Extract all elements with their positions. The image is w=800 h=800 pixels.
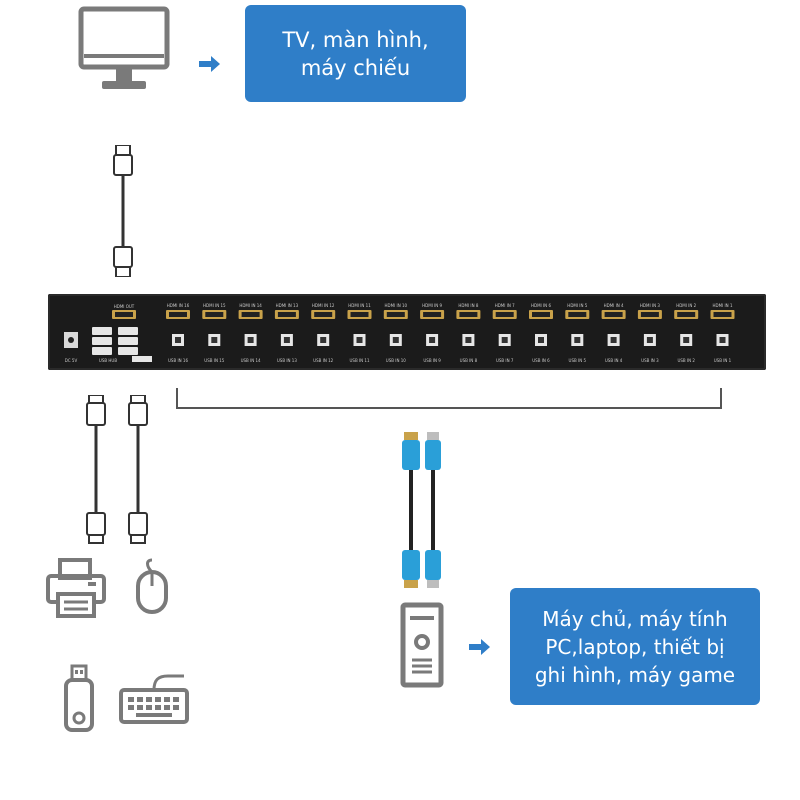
hdmi-in-label: HDMI IN 9 (422, 303, 443, 308)
usb-in-port-slot (175, 337, 181, 343)
hdmi-in-label: HDMI IN 3 (639, 303, 660, 308)
hdmi-in-port-slot (423, 312, 442, 317)
usb-in-port-slot (574, 337, 581, 343)
usb-in-label: USB IN 6 (532, 358, 550, 363)
hdmi-in-label: HDMI IN 11 (348, 303, 371, 308)
usb-in-label: USB IN 16 (167, 358, 189, 363)
kvm-ports (64, 310, 735, 362)
hdmi-in-label: HDMI IN 6 (531, 303, 551, 308)
arrow-right-icon (469, 638, 491, 656)
usb-in-port-slot (719, 337, 726, 343)
usb-in-label: USB IN 4 (604, 358, 623, 363)
usb-in-label: USB IN 10 (385, 358, 406, 363)
mouse-icon (134, 558, 170, 616)
hdmi-usb-cable-icon (398, 432, 448, 588)
usb-in-port-slot (247, 337, 254, 343)
usb-in-label: USB IN 9 (423, 358, 441, 363)
monitor-icon (78, 6, 170, 92)
usb-in-port-slot (646, 337, 653, 343)
usb-in-port-slot (501, 337, 508, 343)
hdmi-in-port-slot (169, 312, 187, 317)
hdmi-in-label: HDMI IN 15 (203, 303, 226, 308)
hdmi-in-label: HDMI IN 8 (458, 303, 479, 308)
hdmi-in-port-slot (241, 312, 260, 317)
usb-in-label: USB IN 13 (276, 358, 297, 363)
hdmi-in-port-slot (495, 312, 514, 317)
hdmi-in-port-slot (459, 312, 478, 317)
usb-in-label: USB IN 7 (495, 358, 514, 363)
hdmi-in-port-slot (532, 312, 550, 317)
usb-in-port-slot (392, 337, 399, 343)
usb-in-port-slot (211, 337, 218, 343)
usb-in-label: USB IN 15 (204, 358, 225, 363)
source-label-box: Máy chủ, máy tính PC,laptop, thiết bị gh… (510, 588, 760, 705)
hdmi-in-port-slot (604, 312, 623, 317)
usb-in-label: USB IN 12 (313, 358, 334, 363)
hdmi-in-port-slot (677, 312, 696, 317)
hdmi-in-label: HDMI IN 14 (239, 303, 262, 308)
arrow-right-icon (199, 55, 221, 73)
hdmi-out-label: HDMI OUT (113, 304, 135, 309)
usb-cable-icon (82, 395, 110, 545)
usb-in-port-slot (356, 337, 363, 343)
usb-cable-icon (124, 395, 152, 545)
hdmi-in-label: HDMI IN 16 (166, 303, 190, 308)
usb-in-label: USB IN 8 (459, 358, 478, 363)
usb-in-port-slot (429, 337, 436, 343)
kvm-switch-panel: HDMI OUT USB HUB DC 5V HDMI IN 16 USB IN … (48, 294, 766, 370)
usb-in-port-slot (320, 337, 327, 343)
usb-drive-icon (62, 664, 96, 734)
hdmi-in-label: HDMI IN 4 (603, 303, 624, 308)
computer-tower-icon (400, 602, 444, 688)
hdmi-in-label: HDMI IN 2 (676, 303, 697, 308)
hdmi-in-label: HDMI IN 5 (567, 303, 588, 308)
display-label: TV, màn hình, máy chiếu (282, 27, 429, 80)
hdmi-cable-icon (108, 145, 138, 277)
hdmi-in-port-slot (568, 312, 587, 317)
usb-in-label: USB IN 14 (240, 358, 261, 363)
hdmi-in-label: HDMI IN 7 (494, 303, 515, 308)
hdmi-in-port-slot (277, 312, 296, 317)
usb-in-port-slot (683, 337, 690, 343)
hdmi-in-label: HDMI IN 10 (384, 303, 408, 308)
usb-in-label: USB IN 2 (677, 358, 695, 363)
printer-icon (46, 558, 106, 618)
keyboard-icon (118, 668, 190, 726)
hdmi-in-label: HDMI IN 13 (275, 303, 299, 308)
usb-in-port-slot (283, 337, 290, 343)
hdmi-in-port-slot (386, 312, 405, 317)
hdmi-in-label: HDMI IN 12 (311, 303, 335, 308)
source-label: Máy chủ, máy tính PC,laptop, thiết bị gh… (534, 606, 736, 687)
usb-hub-label: USB HUB (98, 358, 118, 363)
usb-in-port-slot (465, 337, 472, 343)
usb-in-port-slot (538, 337, 544, 343)
usb-in-label: USB IN 5 (568, 358, 587, 363)
usb-in-port-slot (610, 337, 617, 343)
input-bracket (176, 388, 724, 410)
power-label: DC 5V (64, 358, 78, 363)
display-label-box: TV, màn hình, máy chiếu (245, 5, 466, 102)
usb-in-label: USB IN 1 (713, 358, 732, 363)
hdmi-in-port-slot (314, 312, 333, 317)
usb-in-label: USB IN 3 (641, 358, 659, 363)
hdmi-in-port-slot (640, 312, 659, 317)
usb-in-label: USB IN 11 (349, 358, 370, 363)
hdmi-in-port-slot (713, 312, 732, 317)
hdmi-in-port-slot (350, 312, 369, 317)
hdmi-in-label: HDMI IN 1 (712, 303, 733, 308)
hdmi-in-port-slot (205, 312, 224, 317)
